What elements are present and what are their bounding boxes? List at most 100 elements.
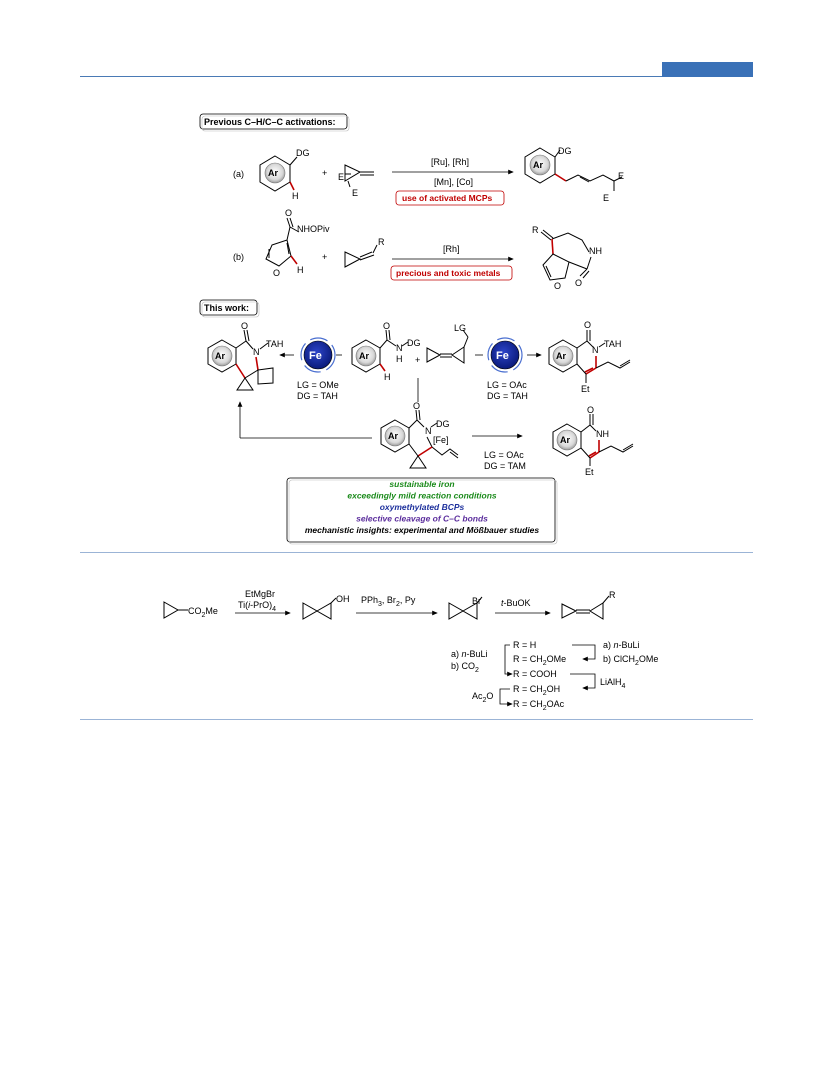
svg-text:N: N [253,347,260,357]
svg-text:Ar: Ar [388,431,398,441]
row-a-product: Ar DG E E [524,146,624,203]
svg-text:DG: DG [436,419,450,429]
features-list: sustainable iron exceedingly mild reactio… [305,479,540,535]
lg-bottom: LG = OAc [484,450,524,460]
svg-text:LG: LG [454,323,466,333]
row-b-product: R NH O O [532,225,602,291]
svg-text:TAH: TAH [266,339,283,349]
feature-item: selective cleavage of C–C bonds [356,514,488,524]
svg-text:O: O [241,321,248,331]
features-box [286,477,558,545]
feature-item: oxymethylated BCPs [380,502,465,512]
scheme2-product-bcp: R [561,590,616,620]
scheme2-left-b: b) CO2 [451,661,479,674]
scheme-separator-bottom [80,719,753,720]
svg-text:E: E [338,172,344,182]
svg-text:O: O [554,281,561,291]
svg-text:N: N [592,345,599,355]
svg-text:E: E [618,171,624,181]
feature-item: sustainable iron [389,479,454,489]
svg-text:CO2Me: CO2Me [188,606,218,619]
scheme2-step2: PPh3, Br2, Py [361,595,416,608]
svg-text:H: H [396,354,403,364]
row-b-mcp: R [344,237,385,268]
scheme2-r-ch2ome: R = CH2OMe [513,654,566,667]
svg-text:H: H [292,191,299,201]
svg-text:O: O [587,405,594,415]
this-work-plus: + [415,355,420,365]
svg-text:H: H [297,265,304,275]
dg-right: DG = TAH [487,391,528,401]
row-a-cond-top: [Ru], [Rh] [431,157,469,167]
svg-text:Fe: Fe [496,350,509,362]
svg-text:Ar: Ar [359,351,369,361]
this-work-label: This work: [204,303,249,313]
scheme2-start-ester: CO2Me [163,601,218,619]
scheme-separator-top [80,552,753,553]
svg-text:NH: NH [589,246,602,256]
feature-item: exceedingly mild reaction conditions [347,491,497,501]
svg-text:R: R [378,237,385,247]
row-a-note: use of activated MCPs [402,193,492,203]
scheme2-step1-top: EtMgBr [245,589,275,599]
scheme2-lialh4-bracket [570,673,596,689]
dg-bottom: DG = TAM [484,461,526,471]
this-work-box: This work: [199,299,260,318]
previous-activations-box: Previous C–H/C–C activations: [199,113,350,132]
row-a-label: (a) [233,169,244,179]
svg-text:Et: Et [581,384,590,394]
svg-text:Ar: Ar [268,168,278,178]
svg-text:NH: NH [596,429,609,439]
svg-text:O: O [413,401,420,411]
fe-catalyst-right: Fe [487,337,523,373]
scheme2-r-cooh: R = COOH [513,669,557,679]
svg-text:N: N [425,426,432,436]
scheme2-left-bracket [504,644,510,675]
svg-text:O: O [285,208,292,218]
scheme2-ac2o-bracket [499,688,510,705]
this-work-intermediate: Ar O N DG [Fe] [380,401,459,469]
fe-catalyst-left: Fe [300,337,336,373]
svg-text:R: R [532,225,539,235]
svg-text:O: O [383,321,390,331]
row-b-plus: + [322,252,327,262]
row-a-plus: + [322,168,327,178]
svg-text:Ar: Ar [533,160,543,170]
this-work-bcp-reagent: LG [426,323,469,364]
svg-text:OH: OH [336,594,350,604]
scheme2-r-ch2oac: R = CH2OAc [513,699,565,712]
scheme2-left-a: a) n-BuLi [451,649,488,659]
row-a-note-box: use of activated MCPs [395,190,505,206]
this-work-right-product: Ar O N TAH Et [548,320,631,394]
row-a-mcp: E E [338,164,374,198]
previous-activations-label: Previous C–H/C–C activations: [204,117,336,127]
svg-text:Ar: Ar [560,435,570,445]
svg-text:O: O [575,278,582,288]
svg-text:N: N [396,343,403,353]
svg-text:NHOPiv: NHOPiv [297,224,330,234]
svg-text:[Fe]: [Fe] [433,435,449,445]
scheme2-lialh4: LiAlH4 [600,677,626,690]
svg-text:R: R [609,590,616,600]
scheme2-right-b: b) ClCH2OMe [603,654,658,667]
lg-left: LG = OMe [297,380,339,390]
svg-text:O: O [584,320,591,330]
svg-text:DG: DG [407,338,421,348]
feature-item: mechanistic insights: experimental and M… [305,525,540,535]
svg-text:E: E [352,188,358,198]
scheme2-right-a: a) n-BuLi [603,640,640,650]
scheme2-bromide: Br [448,596,483,620]
scheme2-r-h: R = H [513,640,536,650]
scheme2-cyclopropanol: OH [302,594,350,620]
scheme2-ac2o: Ac2O [472,691,493,704]
row-a-arene: Ar DG H [259,148,310,201]
svg-text:DG: DG [296,148,310,158]
svg-text:Ar: Ar [215,351,225,361]
svg-text:E: E [603,193,609,203]
row-b-note-box: precious and toxic metals [390,265,513,281]
svg-text:Ar: Ar [556,351,566,361]
this-work-benzamide: Ar O N DG H H [351,321,421,382]
this-work-left-product: Ar O N TAH [207,321,283,391]
svg-text:H: H [384,372,391,382]
